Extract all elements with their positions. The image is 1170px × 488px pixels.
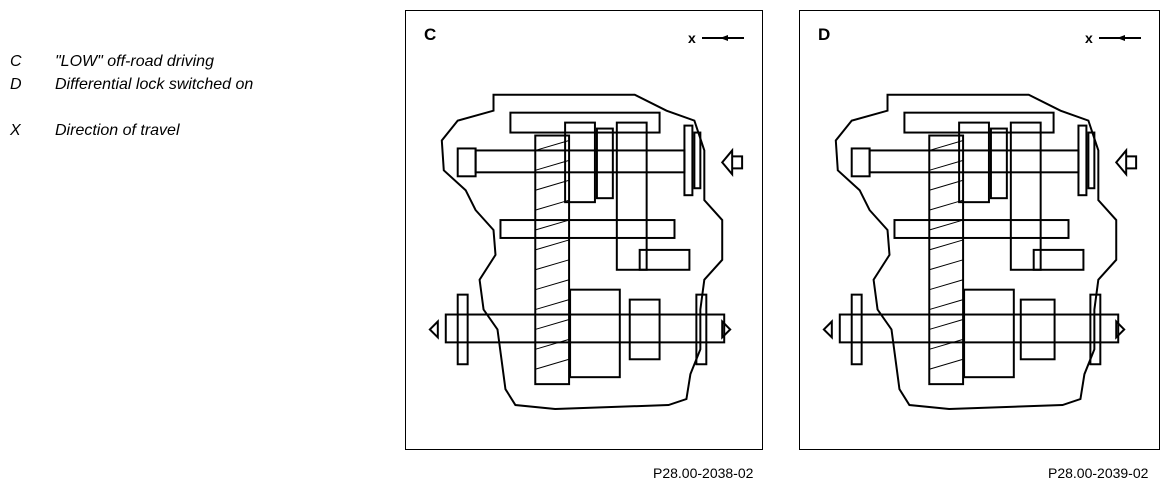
diagram-panel-c: C x <box>405 10 763 450</box>
direction-label: x <box>1085 30 1093 46</box>
direction-arrow-icon: x <box>1085 30 1141 46</box>
panel-label: D <box>818 25 831 44</box>
figure-reference: P28.00-2039-02 <box>1048 465 1149 481</box>
legend-text: "LOW" off-road driving <box>55 53 214 70</box>
legend-text: Direction of travel <box>55 122 180 139</box>
diagram-panel-d: D x <box>799 10 1160 450</box>
direction-arrow-icon: x <box>688 30 744 46</box>
transfer-case-drawing <box>428 93 744 410</box>
legend-key: C <box>10 53 22 70</box>
direction-label: x <box>688 30 696 46</box>
legend-key: X <box>10 122 21 139</box>
legend-text: Differential lock switched on <box>55 76 254 93</box>
figure-reference: P28.00-2038-02 <box>653 465 754 481</box>
legend-key: D <box>10 76 22 93</box>
panel-label: C <box>424 25 437 44</box>
transfer-case-drawing <box>822 93 1138 410</box>
